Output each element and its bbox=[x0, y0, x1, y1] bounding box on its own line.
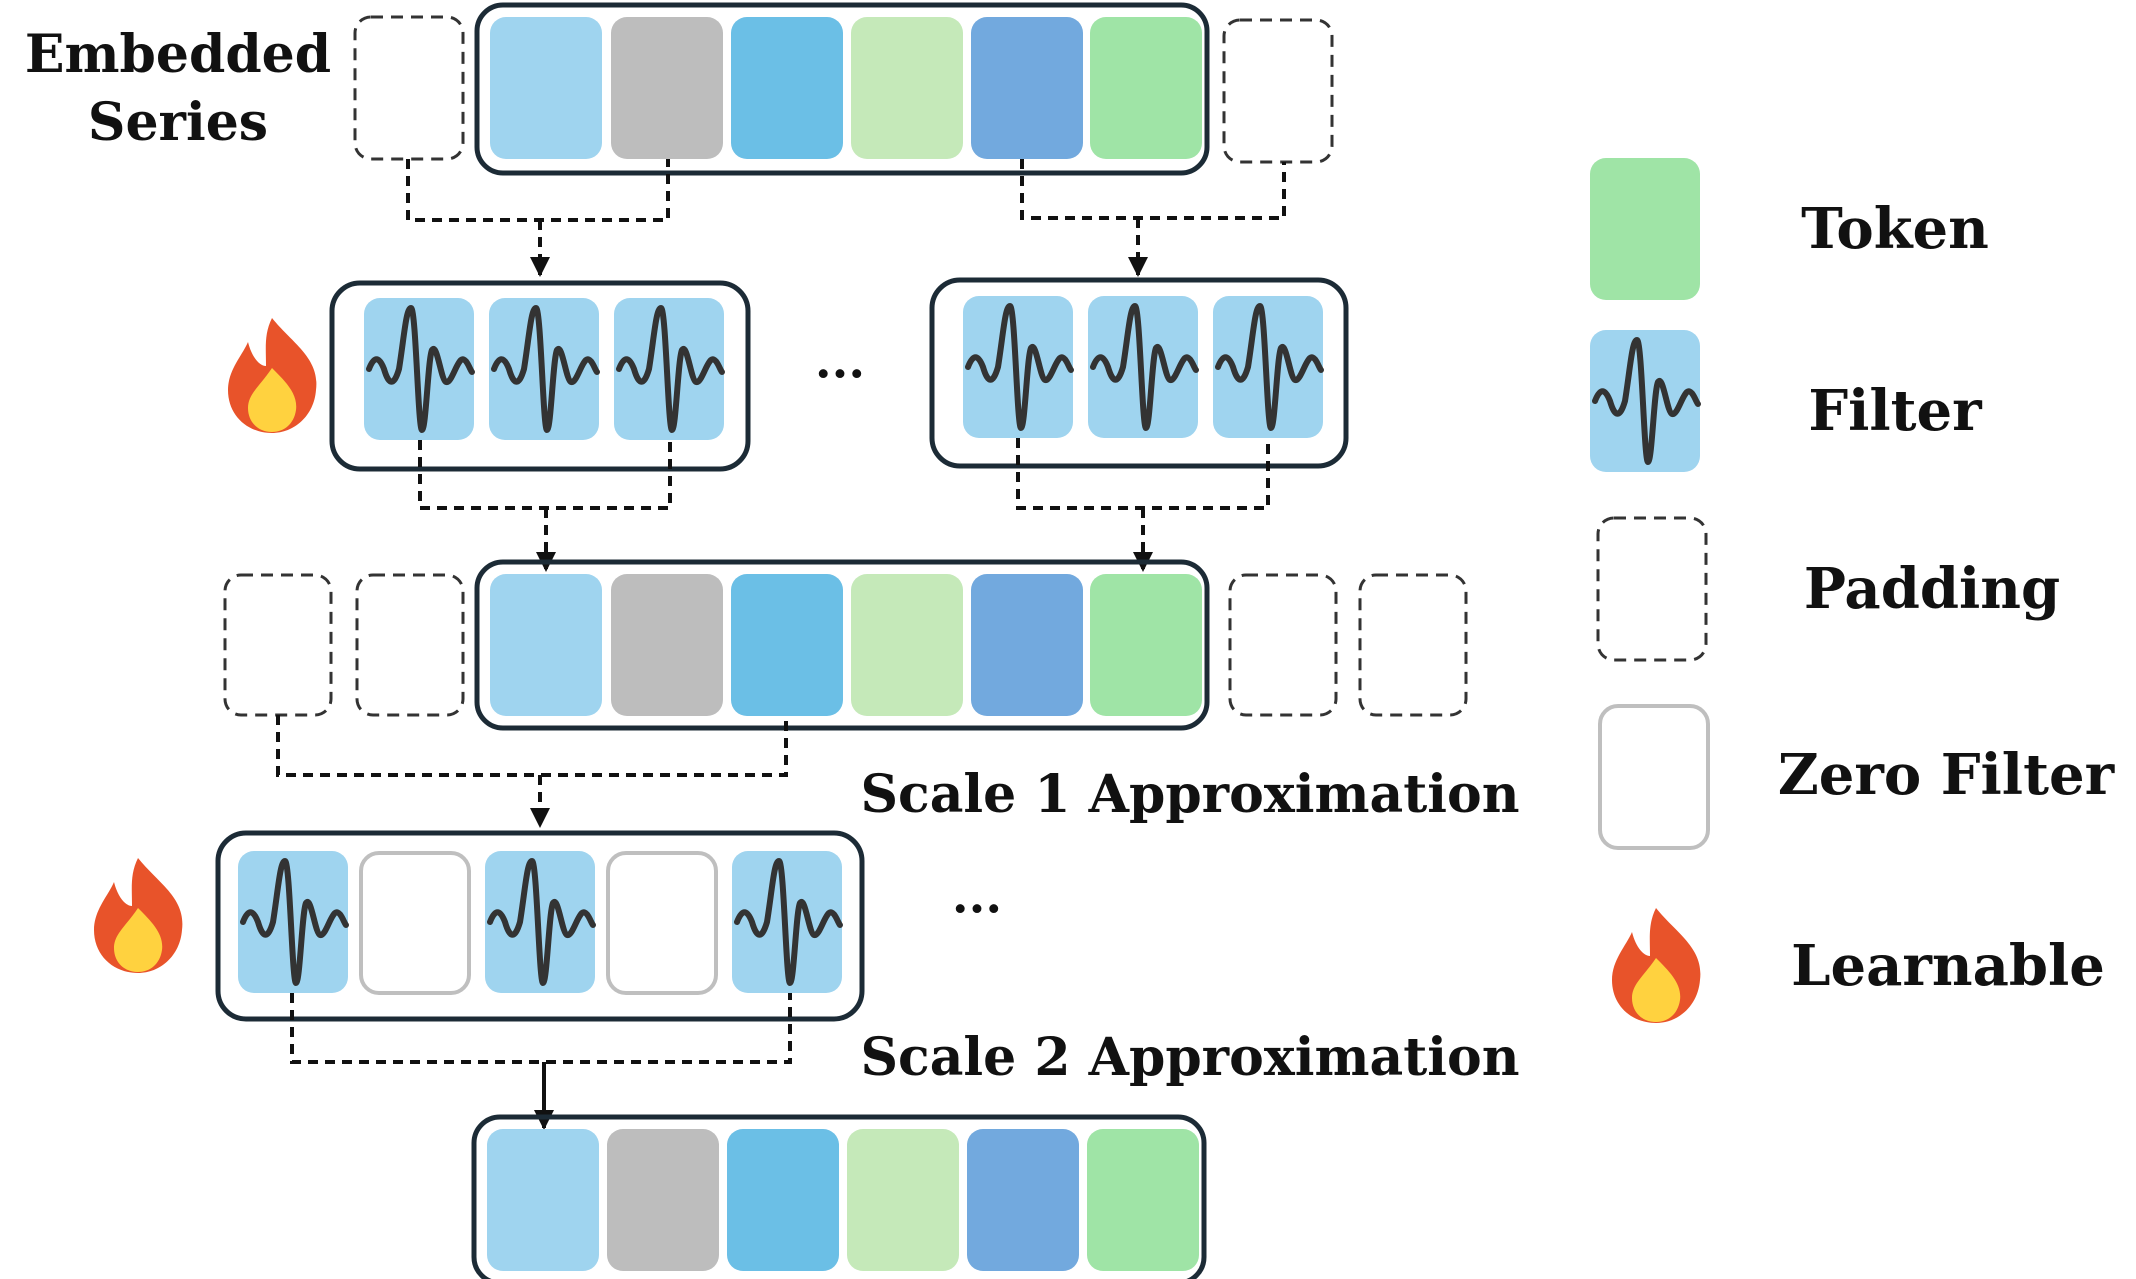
token-cell bbox=[971, 574, 1083, 716]
embedded-series-label-line1: Embedded bbox=[25, 24, 331, 85]
legend-filter-label: Filter bbox=[1808, 378, 1983, 444]
token-cell bbox=[487, 1129, 599, 1271]
arrows-1 bbox=[530, 218, 1148, 277]
filter-cell bbox=[364, 298, 475, 440]
filter-group-left bbox=[329, 280, 751, 472]
filter-cell bbox=[614, 298, 725, 440]
padding-cell bbox=[1228, 573, 1338, 717]
legend-token-label: Token bbox=[1801, 196, 1989, 262]
legend-learnable-label: Learnable bbox=[1791, 933, 2105, 999]
token-cell bbox=[607, 1129, 719, 1271]
flame-icon bbox=[94, 858, 183, 973]
padding-cell bbox=[1222, 18, 1334, 164]
padding-cell bbox=[1358, 573, 1468, 717]
wave-icon bbox=[1592, 336, 1701, 466]
wave-icon bbox=[366, 304, 475, 434]
legend-zero-filter-label: Zero Filter bbox=[1778, 742, 2116, 808]
filter-cell bbox=[1088, 296, 1199, 438]
padding-cell bbox=[353, 15, 465, 161]
wave-icon bbox=[965, 302, 1074, 432]
scale1-row bbox=[223, 559, 1468, 731]
token-cell bbox=[611, 574, 723, 716]
legend-padding-label: Padding bbox=[1804, 556, 2060, 622]
filter-cell bbox=[732, 851, 843, 993]
filter-group-scale2 bbox=[215, 830, 865, 1022]
embedded-series-row bbox=[353, 2, 1334, 176]
legend-token-swatch bbox=[1590, 158, 1700, 300]
filter-cell bbox=[489, 298, 600, 440]
scale2-row bbox=[471, 1114, 1207, 1279]
connectors-3 bbox=[276, 715, 788, 777]
token-cell bbox=[490, 17, 602, 159]
token-cell bbox=[851, 17, 963, 159]
token-cell bbox=[490, 574, 602, 716]
filter-cell bbox=[963, 296, 1074, 438]
padding-cell bbox=[223, 573, 333, 717]
token-frame bbox=[474, 559, 1210, 731]
token-cell bbox=[611, 17, 723, 159]
connectors-1 bbox=[406, 159, 1286, 222]
embedded-series-label-line2: Series bbox=[88, 92, 268, 153]
filter-cell bbox=[1213, 296, 1324, 438]
legend-padding-swatch bbox=[1596, 516, 1708, 662]
zero-filter-cell bbox=[606, 851, 718, 995]
flame-icon bbox=[228, 318, 317, 433]
legend: Token Filter Padding Zero Filter Learnab… bbox=[1590, 158, 2116, 1023]
token-cell bbox=[731, 574, 843, 716]
token-cell bbox=[967, 1129, 1079, 1271]
wave-icon bbox=[1215, 302, 1324, 432]
wave-icon bbox=[240, 857, 349, 987]
token-cell bbox=[1087, 1129, 1199, 1271]
token-cell bbox=[971, 17, 1083, 159]
filter-cell bbox=[485, 851, 596, 993]
ellipsis-middle: ··· bbox=[952, 881, 1002, 937]
flame-icon bbox=[1612, 908, 1701, 1023]
scale1-approximation-label: Scale 1 Approximation bbox=[860, 764, 1519, 825]
padding-cell bbox=[355, 573, 465, 717]
token-cell bbox=[847, 1129, 959, 1271]
token-frame bbox=[474, 2, 1210, 176]
wave-icon bbox=[487, 857, 596, 987]
zero-filter-cell bbox=[359, 851, 471, 995]
token-cell bbox=[851, 574, 963, 716]
wave-icon bbox=[1090, 302, 1199, 432]
wave-icon bbox=[734, 857, 843, 987]
token-frame bbox=[471, 1114, 1207, 1279]
scale2-approximation-label: Scale 2 Approximation bbox=[860, 1027, 1519, 1088]
token-cell bbox=[727, 1129, 839, 1271]
filter-cell bbox=[238, 851, 349, 993]
token-cell bbox=[1090, 17, 1202, 159]
token-cell bbox=[1090, 574, 1202, 716]
legend-zero-filter-swatch bbox=[1598, 704, 1710, 850]
filter-group-right bbox=[929, 277, 1349, 469]
wave-icon bbox=[491, 304, 600, 434]
token-cell bbox=[731, 17, 843, 159]
ellipsis-top: ··· bbox=[815, 346, 865, 402]
connectors-4 bbox=[290, 993, 792, 1064]
wave-icon bbox=[616, 304, 725, 434]
legend-filter-swatch bbox=[1590, 330, 1701, 472]
connectors-2 bbox=[418, 438, 1270, 510]
